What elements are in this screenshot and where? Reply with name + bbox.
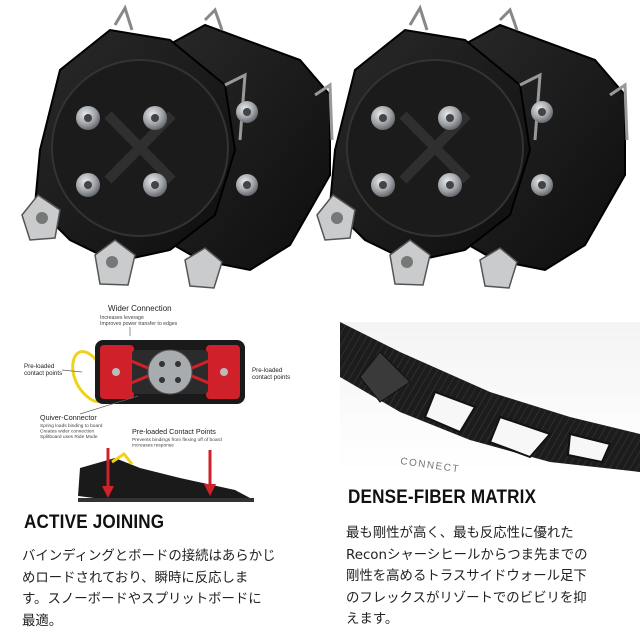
product-photo-binding-pucks	[21, 4, 629, 289]
wider-connection-line-1: Increases leverage	[100, 315, 144, 321]
preloaded-left-line-2: contact points	[24, 370, 62, 377]
preloaded-contact-points-line-2: Increases response	[132, 443, 174, 449]
bolt-icon	[371, 101, 553, 197]
dense-fiber-photo: CONNECT	[340, 322, 640, 472]
preloaded-contact-points-title: Pre-loaded Contact Points	[132, 427, 216, 436]
puck-pair-right	[316, 4, 629, 289]
quiver-connector-line-1: Spring loads binding to board	[40, 423, 103, 429]
description-line: す。スノーボードやスプリットボードに	[22, 592, 262, 607]
preloaded-contact-points-line-1: Prevents bindings from flexing off of bo…	[132, 437, 222, 443]
description-line: えます。	[346, 612, 399, 627]
binding-topview	[95, 340, 245, 404]
description-line: Reconシャーシヒールからつま先までの	[346, 547, 588, 563]
wider-connection-title: Wider Connection	[108, 304, 172, 313]
quiver-connector-line-2: Creates wider connection	[40, 429, 94, 435]
description-line: 最も剛性が高く、最も反応性に優れた	[346, 526, 574, 541]
wider-connection-line-2: Improves power transfer to edges	[100, 321, 178, 327]
description-line: めロードされており、瞬時に反応しま	[22, 570, 249, 586]
description-line: 剛性を高めるトラスサイドウォール足下	[346, 569, 587, 584]
description-line: 最適。	[22, 613, 63, 629]
preloaded-right-line-1: Pre-loaded	[252, 367, 283, 374]
active-joining-diagram: Wider Connection Increases leverage Impr…	[24, 304, 290, 502]
description-line: バインディングとボードの接続はあらかじ	[22, 549, 276, 564]
binding-sideview	[78, 448, 254, 502]
quiver-connector-line-3: Splitboard uses Ride Mode	[40, 434, 98, 440]
dense-fiber-heading: DENSE-FIBER MATRIX	[348, 487, 537, 508]
description-line: のフレックスがリゾートでのビビリを抑	[346, 590, 587, 606]
active-joining-heading: ACTIVE JOINING	[24, 512, 165, 533]
preloaded-left-line-1: Pre-loaded	[24, 363, 55, 370]
quiver-connector-title: Quiver-Connector	[40, 413, 97, 422]
bolt-icon	[76, 101, 258, 197]
dense-fiber-description: 最も剛性が高く、最も反応性に優れた Reconシャーシヒールからつま先までの 剛…	[346, 523, 628, 631]
puck-pair-left	[21, 4, 334, 289]
active-joining-description: バインディングとボードの接続はあらかじ めロードされており、瞬時に反応しま す。…	[22, 546, 300, 632]
preloaded-right-line-2: contact points	[252, 374, 290, 381]
